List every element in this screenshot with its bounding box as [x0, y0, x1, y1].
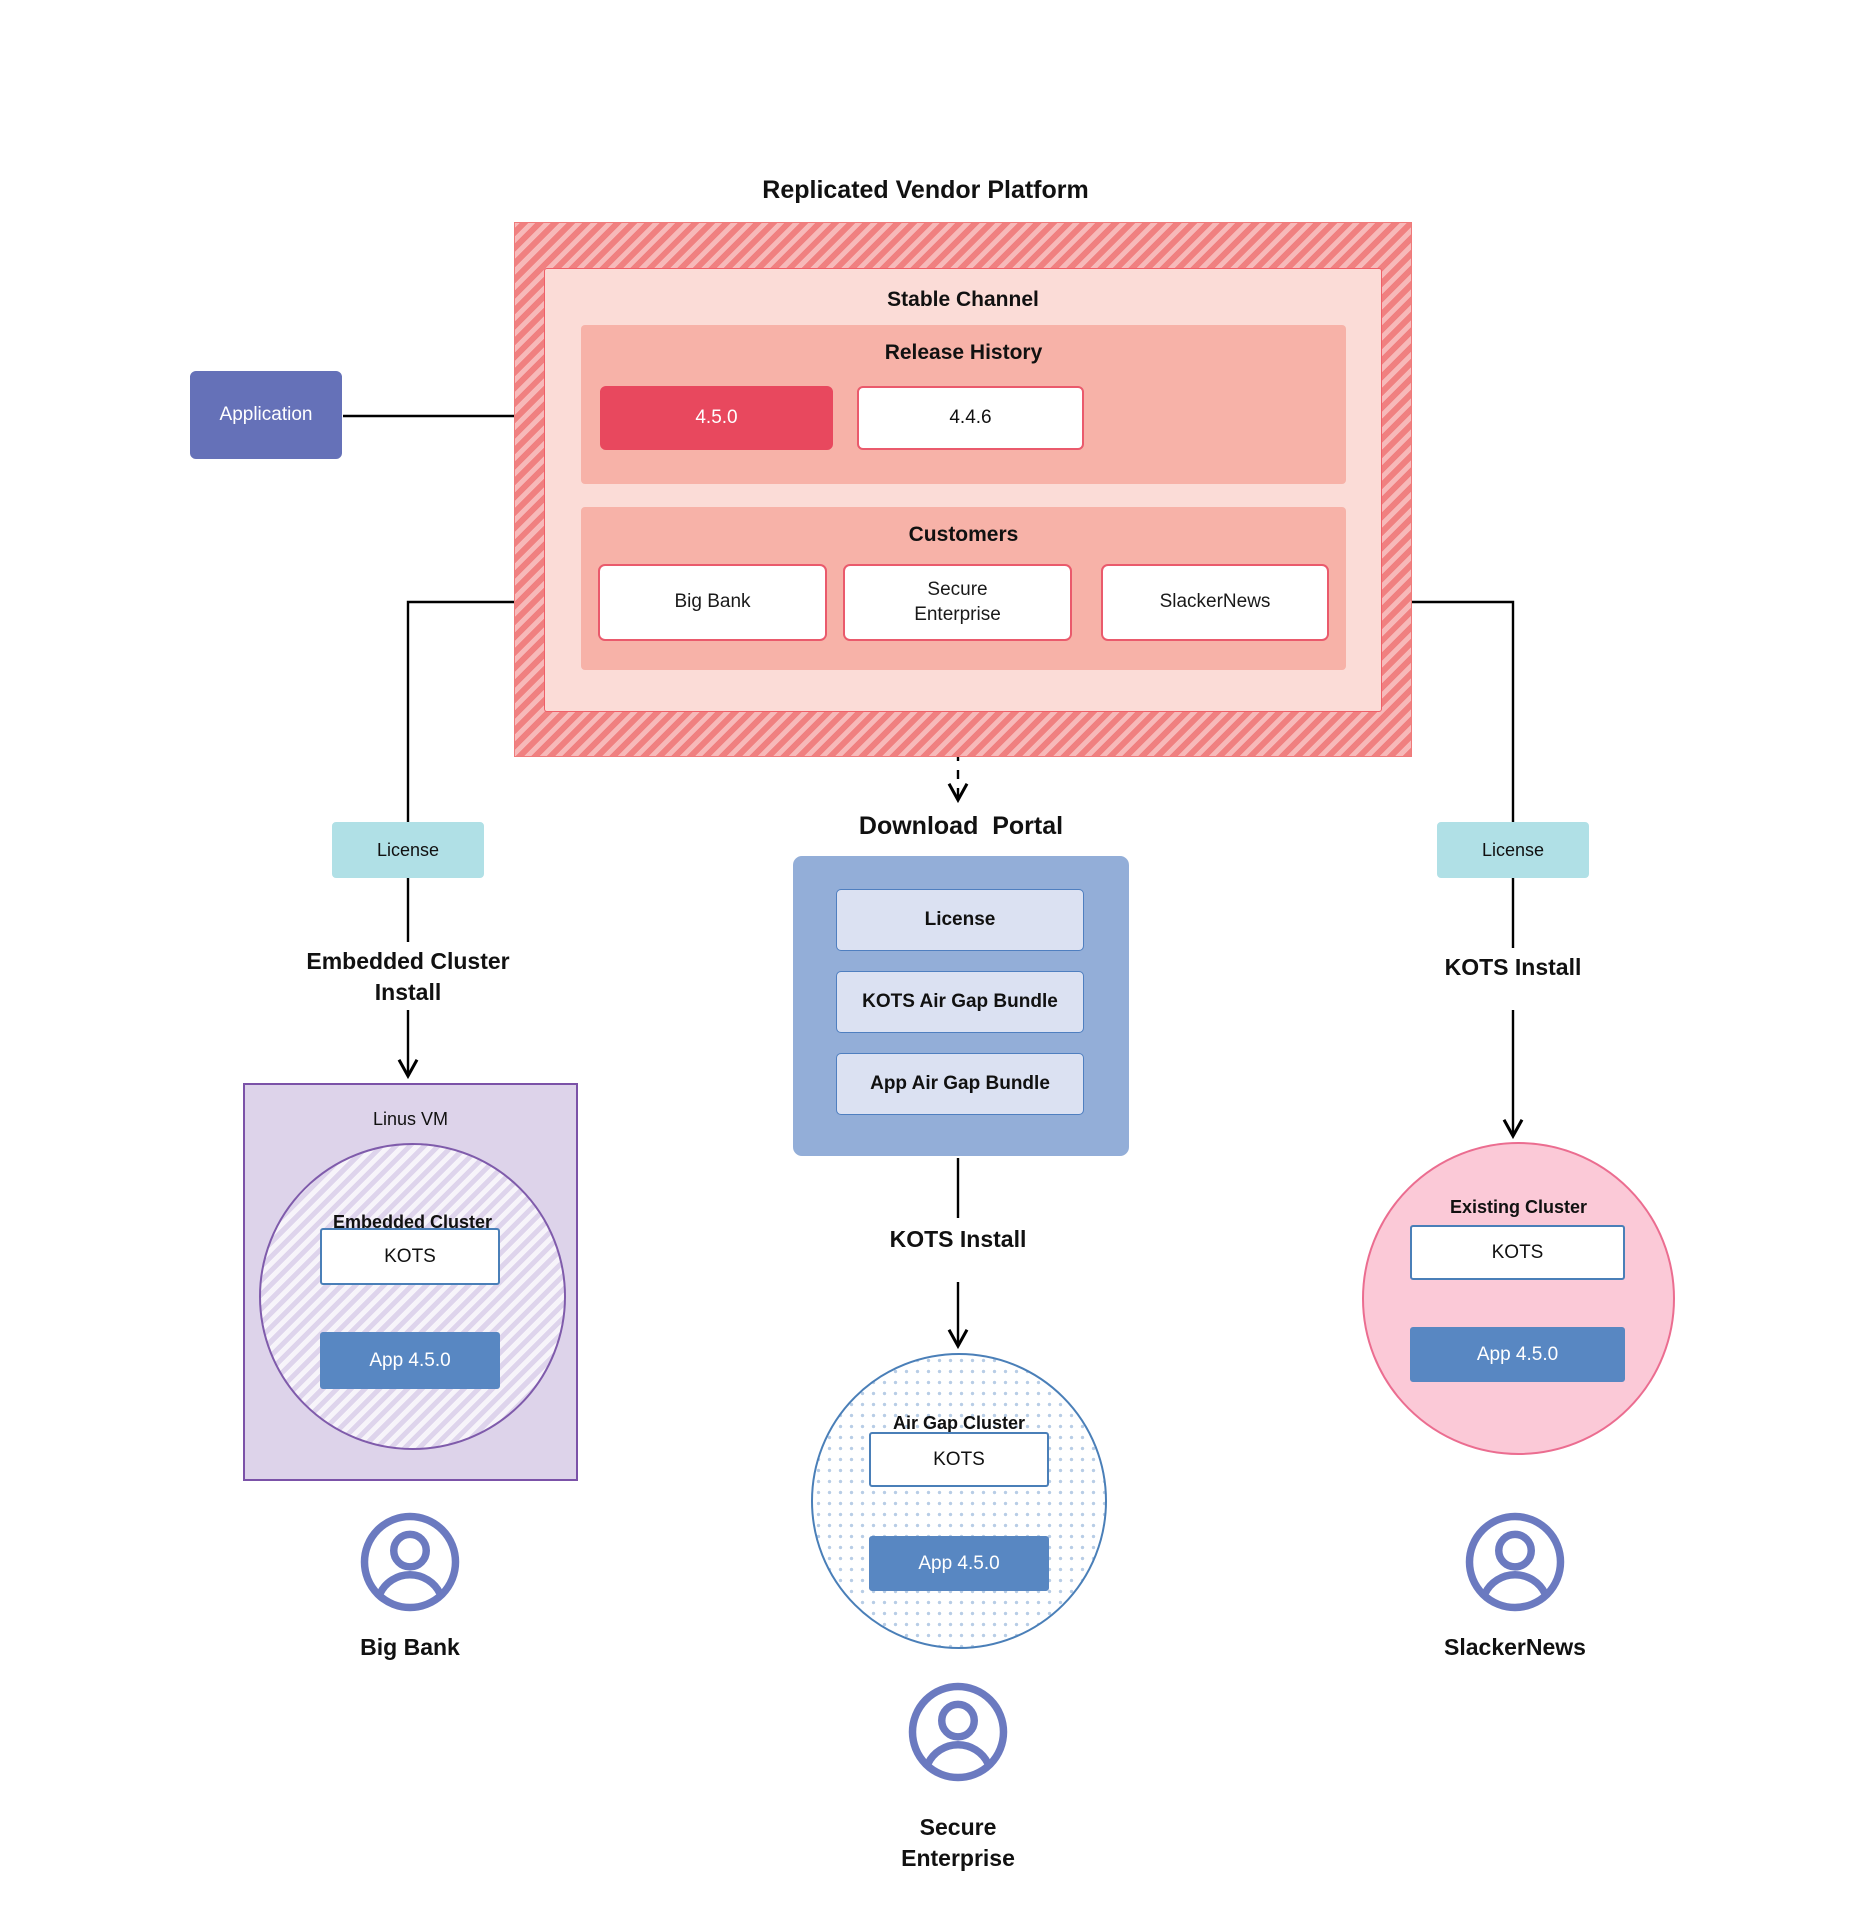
release-box-previous[interactable]: 4.4.6: [857, 386, 1084, 450]
portal-item-license[interactable]: License: [836, 889, 1084, 951]
user-avatar-icon-big-bank: [358, 1510, 462, 1614]
customer-box-secure-enterprise[interactable]: Secure Enterprise: [843, 564, 1072, 641]
release-history-title: Release History: [884, 341, 1043, 364]
existing-cluster-title: Existing Cluster: [1449, 1197, 1588, 1217]
customer-label-secure-enterprise: Secure Enterprise: [901, 1814, 1015, 1872]
portal-item-kots-air-gap-bundle[interactable]: KOTS Air Gap Bundle: [836, 971, 1084, 1033]
customer-box-slackernews[interactable]: SlackerNews: [1101, 564, 1329, 641]
portal-item-app-air-gap-bundle[interactable]: App Air Gap Bundle: [836, 1053, 1084, 1115]
page-title: Replicated Vendor Platform: [762, 176, 1089, 204]
download-portal-container: License KOTS Air Gap Bundle App Air Gap …: [793, 856, 1129, 1156]
user-avatar-icon-slackernews: [1463, 1510, 1567, 1614]
edge-label-kots-install-middle: KOTS Install: [889, 1226, 1027, 1252]
kots-box-right[interactable]: KOTS: [1410, 1225, 1625, 1280]
airgap-cluster-container: Air Gap Cluster: [811, 1353, 1107, 1649]
user-avatar-icon-secure-enterprise: [906, 1680, 1010, 1784]
app-box-right[interactable]: App 4.5.0: [1410, 1327, 1625, 1382]
kots-box-left[interactable]: KOTS: [320, 1228, 500, 1285]
edge-label-embedded-cluster-install: Embedded Cluster Install: [306, 948, 510, 1006]
download-portal-title: Download Portal: [858, 812, 1064, 840]
application-box[interactable]: Application: [190, 371, 342, 459]
kots-box-middle[interactable]: KOTS: [869, 1432, 1049, 1487]
linux-vm-title: Linus VM: [372, 1109, 449, 1129]
license-chip-right[interactable]: License: [1437, 822, 1589, 878]
customer-label-slackernews: SlackerNews: [1444, 1634, 1586, 1660]
customers-title: Customers: [908, 523, 1019, 546]
embedded-cluster-container: Embedded Cluster: [259, 1143, 566, 1450]
stable-channel-title: Stable Channel: [887, 288, 1039, 311]
license-chip-left[interactable]: License: [332, 822, 484, 878]
app-box-left[interactable]: App 4.5.0: [320, 1332, 500, 1389]
release-box-current[interactable]: 4.5.0: [600, 386, 833, 450]
app-box-middle[interactable]: App 4.5.0: [869, 1536, 1049, 1591]
existing-cluster-container: Existing Cluster: [1362, 1142, 1675, 1455]
airgap-cluster-title: Air Gap Cluster: [892, 1413, 1026, 1433]
edge-label-kots-install-right: KOTS Install: [1444, 954, 1582, 980]
customer-label-big-bank: Big Bank: [360, 1634, 460, 1660]
customer-box-big-bank[interactable]: Big Bank: [598, 564, 827, 641]
embedded-cluster-title: Embedded Cluster: [332, 1212, 493, 1232]
